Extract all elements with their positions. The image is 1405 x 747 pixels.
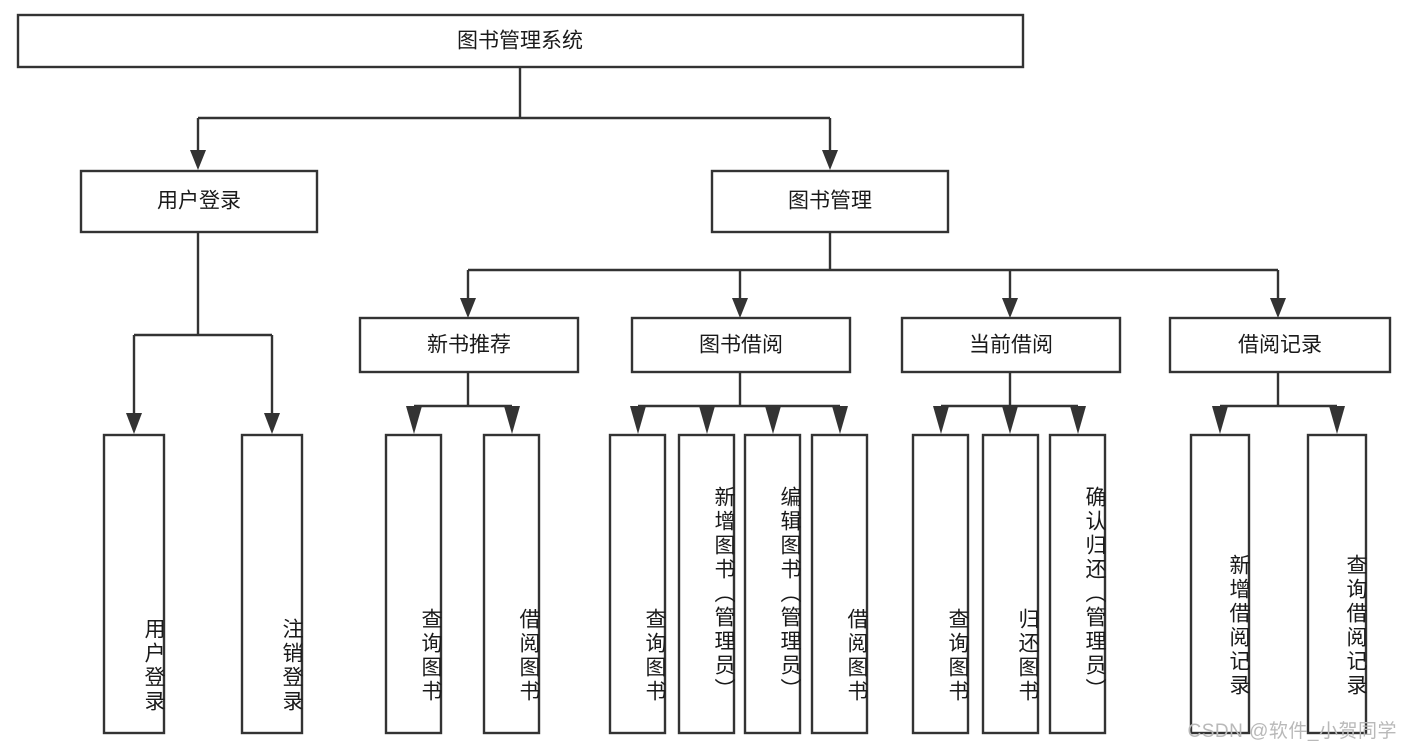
arrowhead-leaf-user-login <box>126 413 142 434</box>
leaf-boxes <box>102 433 1368 735</box>
arrowhead-leaf-confirm-return-admin <box>1070 406 1086 434</box>
arrowhead-book-borrow <box>732 298 748 318</box>
node-user-login-box[interactable] <box>79 169 319 234</box>
node-new-book-recommend-box[interactable] <box>358 316 580 374</box>
node-borrow-record-box[interactable] <box>1168 316 1392 374</box>
arrowhead-leaf-user-logout <box>264 413 280 434</box>
node-leaf-borrow-book-box[interactable] <box>810 433 869 735</box>
node-book-borrow-box[interactable] <box>630 316 852 374</box>
arrowhead-user-login <box>190 150 206 170</box>
node-leaf-add-borrow-record-box[interactable] <box>1189 433 1251 735</box>
arrowhead-leaf-borrow-book <box>832 406 848 434</box>
node-current-borrow[interactable]: 当前借阅 <box>900 316 1122 374</box>
node-leaf-add-book-admin-box[interactable] <box>677 433 736 735</box>
node-borrow-record[interactable]: 借阅记录 <box>1168 316 1392 374</box>
arrowhead-leaf-add-borrow-record <box>1212 406 1228 434</box>
arrowhead-leaf-add-book-admin <box>699 406 715 434</box>
arrowhead-leaf-query-book-current <box>933 406 949 434</box>
node-leaf-edit-book-admin-box[interactable] <box>743 433 802 735</box>
node-book-management-label: 图书管理 <box>788 190 872 213</box>
node-leaf-query-book-borrow-box[interactable] <box>608 433 667 735</box>
node-root-box[interactable] <box>16 13 1025 69</box>
node-borrow-record-label: 借阅记录 <box>1238 334 1322 357</box>
arrowhead-leaf-edit-book-admin <box>765 406 781 434</box>
arrowhead-new-book-recommend <box>460 298 476 318</box>
node-leaf-user-logout-box[interactable] <box>240 433 304 735</box>
node-book-management[interactable]: 图书管理 <box>710 169 950 234</box>
connectors <box>126 67 1345 434</box>
node-leaf-borrow-book-recommend-box[interactable] <box>482 433 541 735</box>
arrowhead-leaf-borrow-book-recommend <box>504 406 520 434</box>
arrowhead-leaf-query-borrow-record <box>1329 406 1345 434</box>
arrowhead-leaf-return-book <box>1002 406 1018 434</box>
arrowhead-leaf-query-book-recommend <box>406 406 422 434</box>
node-current-borrow-box[interactable] <box>900 316 1122 374</box>
node-book-borrow[interactable]: 图书借阅 <box>630 316 852 374</box>
node-root[interactable]: 图书管理系统 <box>16 13 1025 69</box>
arrowhead-book-management <box>822 150 838 170</box>
node-current-borrow-label: 当前借阅 <box>969 334 1053 357</box>
csdn-watermark: CSDN @软件_小贺同学 <box>1187 721 1397 742</box>
node-book-management-box[interactable] <box>710 169 950 234</box>
node-root-label: 图书管理系统 <box>457 30 583 53</box>
node-leaf-confirm-return-admin-box[interactable] <box>1048 433 1107 735</box>
node-leaf-query-borrow-record-box[interactable] <box>1306 433 1368 735</box>
arrowhead-borrow-record <box>1270 298 1286 318</box>
node-leaf-query-book-current-box[interactable] <box>911 433 970 735</box>
node-leaf-user-login-box[interactable] <box>102 433 166 735</box>
node-new-book-recommend-label: 新书推荐 <box>427 334 511 357</box>
node-user-login[interactable]: 用户登录 <box>79 169 319 234</box>
node-book-borrow-label: 图书借阅 <box>699 334 783 357</box>
node-leaf-query-book-recommend-box[interactable] <box>384 433 443 735</box>
node-user-login-label: 用户登录 <box>157 190 241 213</box>
node-leaf-return-book-box[interactable] <box>981 433 1040 735</box>
arrowhead-current-borrow <box>1002 298 1018 318</box>
node-new-book-recommend[interactable]: 新书推荐 <box>358 316 580 374</box>
arrowhead-leaf-query-book-borrow <box>630 406 646 434</box>
